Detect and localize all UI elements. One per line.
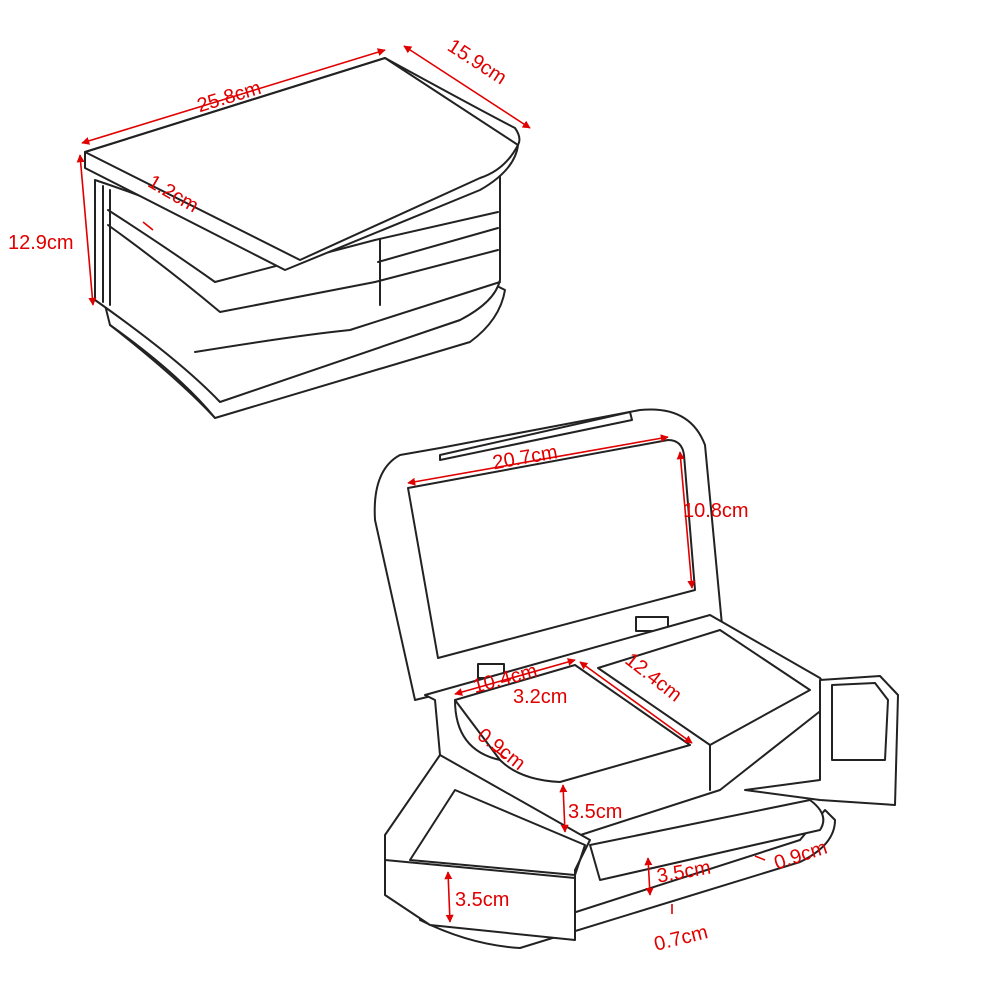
closed-height-label: 12.9cm (8, 232, 74, 254)
closed-depth-label: 15.9cm (443, 35, 510, 89)
tray-height-label: 3.5cm (568, 801, 622, 823)
base-thickness-label: 0.7cm (652, 921, 710, 956)
divider-label: 3.2cm (513, 686, 567, 708)
open-box (373, 408, 899, 949)
closed-box (84, 57, 521, 419)
dimension-lines (76, 45, 766, 923)
left-drawer-height-label: 3.5cm (455, 889, 509, 911)
mirror-height-label: 10.8cm (683, 500, 749, 522)
